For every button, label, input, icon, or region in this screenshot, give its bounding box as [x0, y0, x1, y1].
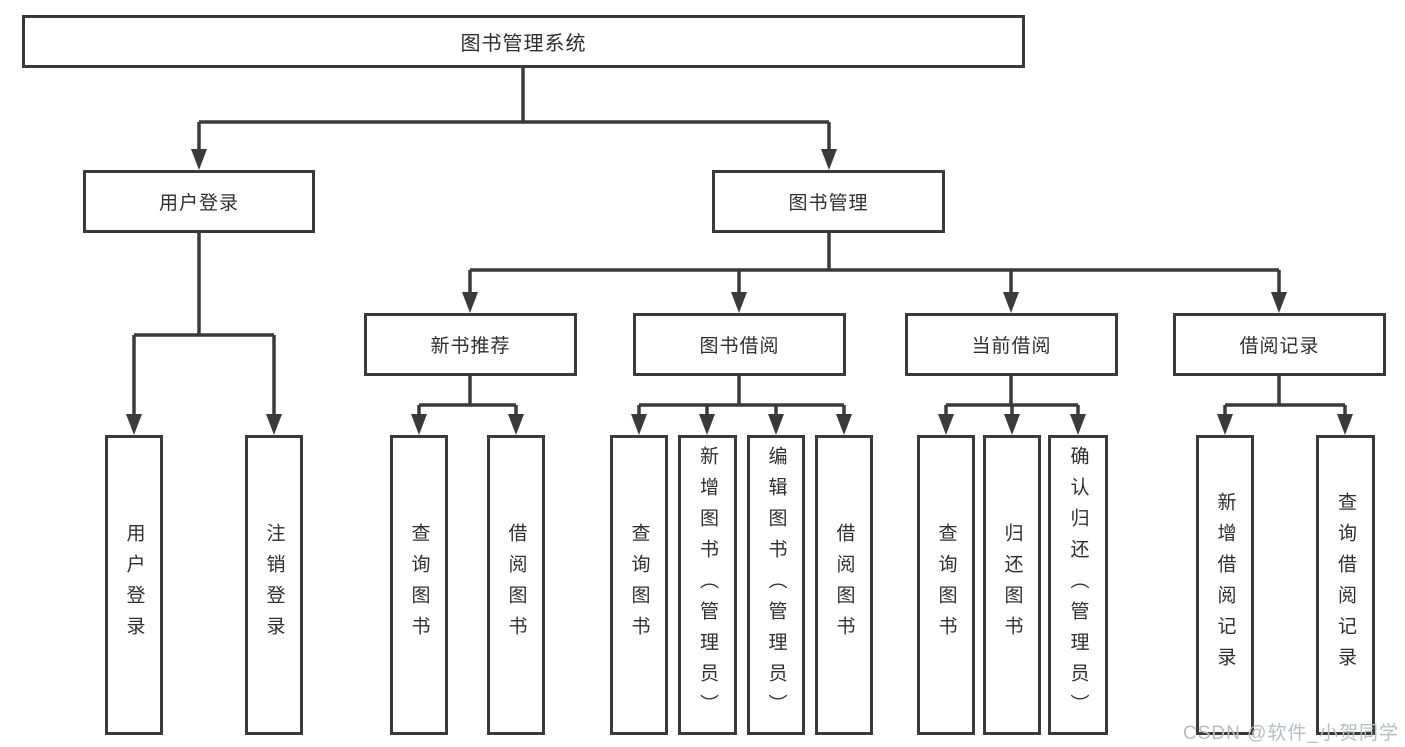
node-borrow-books-recommend-label: 借阅图书: [505, 523, 527, 647]
node-current-borrow: 当前借阅: [905, 313, 1118, 376]
node-add-books-admin-label: 新增图书（管理员）: [697, 445, 718, 725]
node-book-management-label: 图书管理: [788, 193, 869, 214]
node-query-books-recommend: 查询图书: [390, 435, 448, 735]
node-query-borrow-record: 查询借阅记录: [1316, 435, 1375, 735]
node-new-book-recommend: 新书推荐: [364, 313, 577, 376]
node-user-login-label: 用户登录: [158, 193, 239, 214]
tree-edges: [132, 68, 1347, 417]
node-edit-books-admin-label: 编辑图书（管理员）: [765, 445, 787, 725]
node-new-book-recommend-label: 新书推荐: [430, 336, 511, 357]
node-book-borrow: 图书借阅: [633, 313, 846, 376]
node-confirm-return-admin: 确认归还（管理员）: [1048, 435, 1108, 735]
node-logout-label: 注销登录: [263, 523, 285, 647]
node-user-login: 用户登录: [83, 170, 315, 233]
node-borrow-books-borrow-label: 借阅图书: [833, 523, 855, 647]
arrowheads: [126, 149, 1353, 435]
node-current-borrow-label: 当前借阅: [971, 336, 1052, 357]
node-edit-books-admin: 编辑图书（管理员）: [747, 435, 805, 735]
node-return-books: 归还图书: [983, 435, 1041, 735]
node-borrow-books-borrow: 借阅图书: [815, 435, 873, 735]
node-add-books-admin: 新增图书（管理员）: [678, 435, 737, 735]
node-book-management: 图书管理: [712, 170, 945, 233]
node-add-borrow-record: 新增借阅记录: [1196, 435, 1254, 735]
node-query-books-current-label: 查询图书: [935, 523, 957, 647]
node-user-login-action-label: 用户登录: [123, 523, 145, 647]
node-user-login-action: 用户登录: [105, 435, 163, 735]
node-root-label: 图书管理系统: [460, 33, 587, 55]
watermark: CSDN @软件_小贺同学: [1183, 723, 1399, 744]
node-query-books-current: 查询图书: [917, 435, 975, 735]
node-return-books-label: 归还图书: [1001, 523, 1023, 647]
node-borrow-records-label: 借阅记录: [1239, 336, 1320, 357]
node-query-borrow-record-label: 查询借阅记录: [1335, 492, 1356, 678]
node-logout: 注销登录: [245, 435, 303, 735]
node-query-books-recommend-label: 查询图书: [408, 523, 430, 647]
node-borrow-books-recommend: 借阅图书: [487, 435, 545, 735]
node-query-books-borrow-label: 查询图书: [628, 523, 650, 647]
node-borrow-records: 借阅记录: [1173, 313, 1386, 376]
node-root: 图书管理系统: [22, 15, 1025, 68]
node-confirm-return-admin-label: 确认归还（管理员）: [1067, 445, 1089, 725]
node-book-borrow-label: 图书借阅: [699, 336, 780, 357]
node-add-borrow-record-label: 新增借阅记录: [1214, 492, 1236, 678]
node-query-books-borrow: 查询图书: [610, 435, 668, 735]
